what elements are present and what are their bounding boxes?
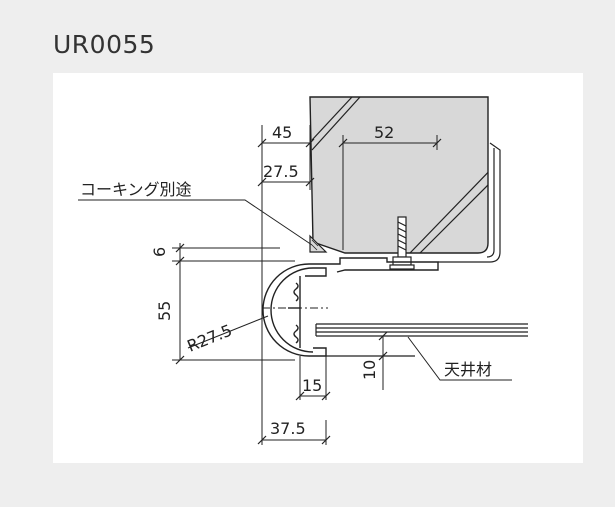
section-drawing: 45 52 27.5 6 55 R27.5 15 10 37.5 コーキング別途… — [78, 96, 528, 445]
dimension-lines — [78, 125, 512, 445]
dim-55: 55 — [155, 301, 174, 321]
ceiling-label: 天井材 — [444, 360, 492, 379]
product-code-title: UR0055 — [53, 30, 156, 59]
dim-10: 10 — [360, 360, 379, 380]
dim-6: 6 — [150, 247, 169, 257]
dim-15: 15 — [302, 376, 322, 395]
dimension-ticks — [175, 138, 442, 445]
upper-panel — [309, 96, 489, 254]
dim-r27-5: R27.5 — [184, 321, 234, 356]
dim-37-5: 37.5 — [270, 419, 306, 438]
right-frame — [438, 142, 501, 263]
dim-45: 45 — [272, 123, 292, 142]
ceiling-material — [315, 323, 528, 357]
caulking-label: コーキング別途 — [80, 180, 192, 199]
screw-icon — [389, 216, 415, 270]
drawing-panel: 45 52 27.5 6 55 R27.5 15 10 37.5 コーキング別途… — [53, 73, 583, 463]
dim-52: 52 — [374, 123, 394, 142]
dim-27-5: 27.5 — [263, 162, 299, 181]
